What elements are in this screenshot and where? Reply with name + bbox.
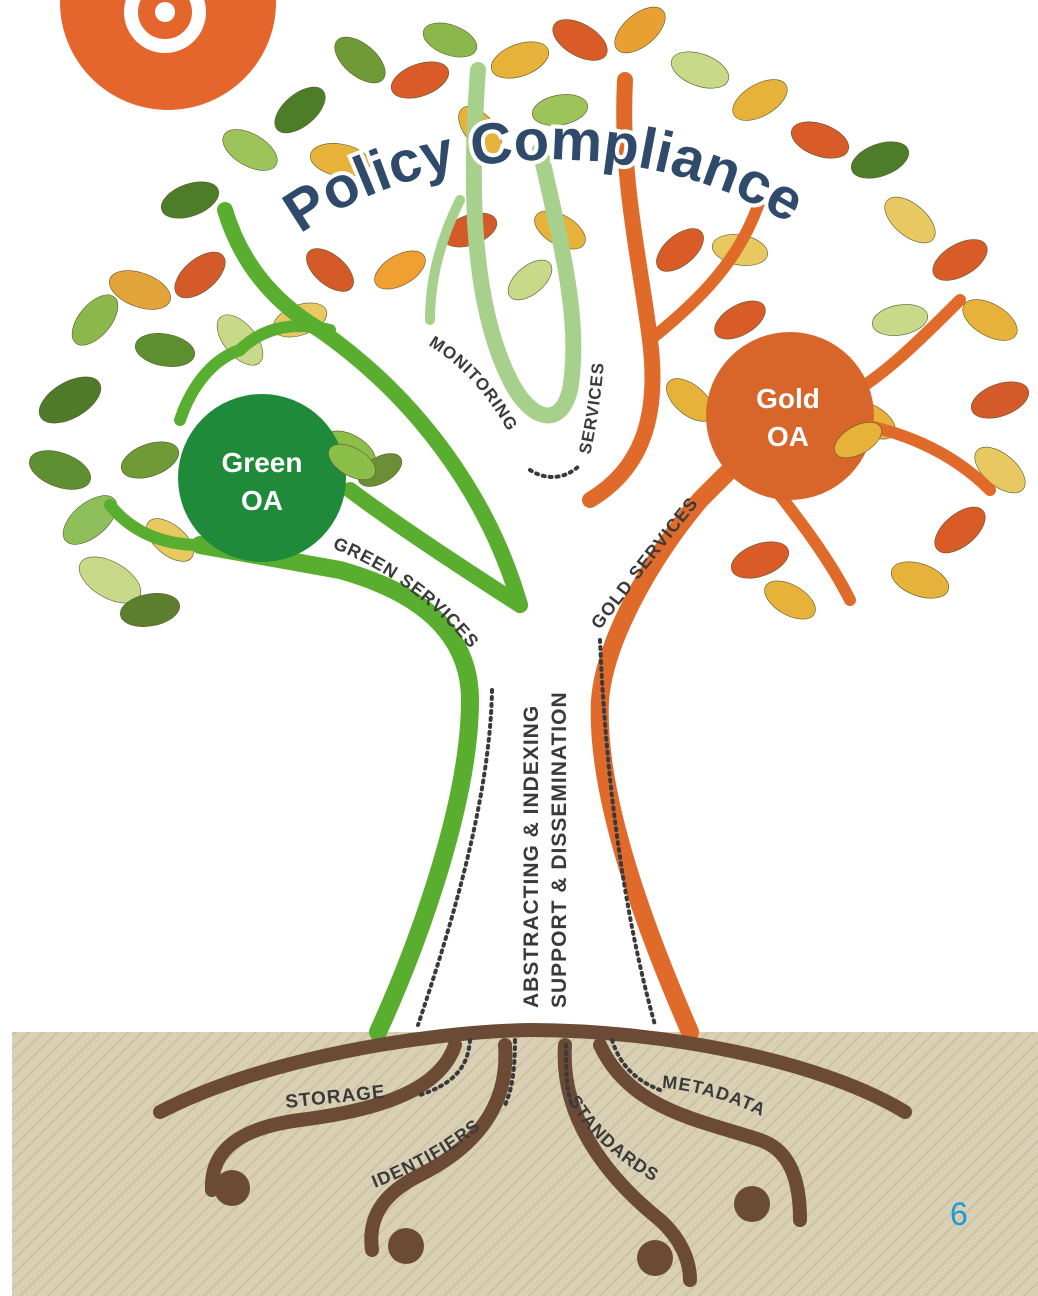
monitoring-branch xyxy=(465,62,582,424)
leaf-icon xyxy=(328,443,376,481)
page-number: 6 xyxy=(950,1196,968,1232)
roots xyxy=(153,1022,912,1287)
soil-ground xyxy=(12,1032,1038,1296)
green-services-label: GREEN SERVICES xyxy=(331,533,484,652)
green-trunk xyxy=(191,536,480,1041)
services-label: SERVICES xyxy=(575,361,607,456)
monitoring-services-dots xyxy=(528,463,582,479)
green-oa-line1: Green xyxy=(222,447,303,478)
trunk-label-line2: SUPPORT & DISSEMINATION xyxy=(548,691,571,1008)
leaf-icon xyxy=(834,421,882,459)
green-oa-circle: Green OA xyxy=(178,394,346,562)
gold-oa-line2: OA xyxy=(767,421,809,452)
gold-services-label: GOLD SERVICES xyxy=(587,493,702,633)
green-oa-line2: OA xyxy=(241,485,283,516)
gold-oa-circle: Gold OA xyxy=(706,332,874,500)
gold-services-dots xyxy=(598,638,657,1027)
root-tips xyxy=(214,1170,770,1276)
logo-badge-icon xyxy=(60,0,276,110)
green-services-dots xyxy=(416,688,494,1027)
root-dots xyxy=(418,1038,662,1107)
gold-oa-line1: Gold xyxy=(756,383,820,414)
trunk-label-line1: ABSTRACTING & INDEXING xyxy=(520,705,543,1008)
